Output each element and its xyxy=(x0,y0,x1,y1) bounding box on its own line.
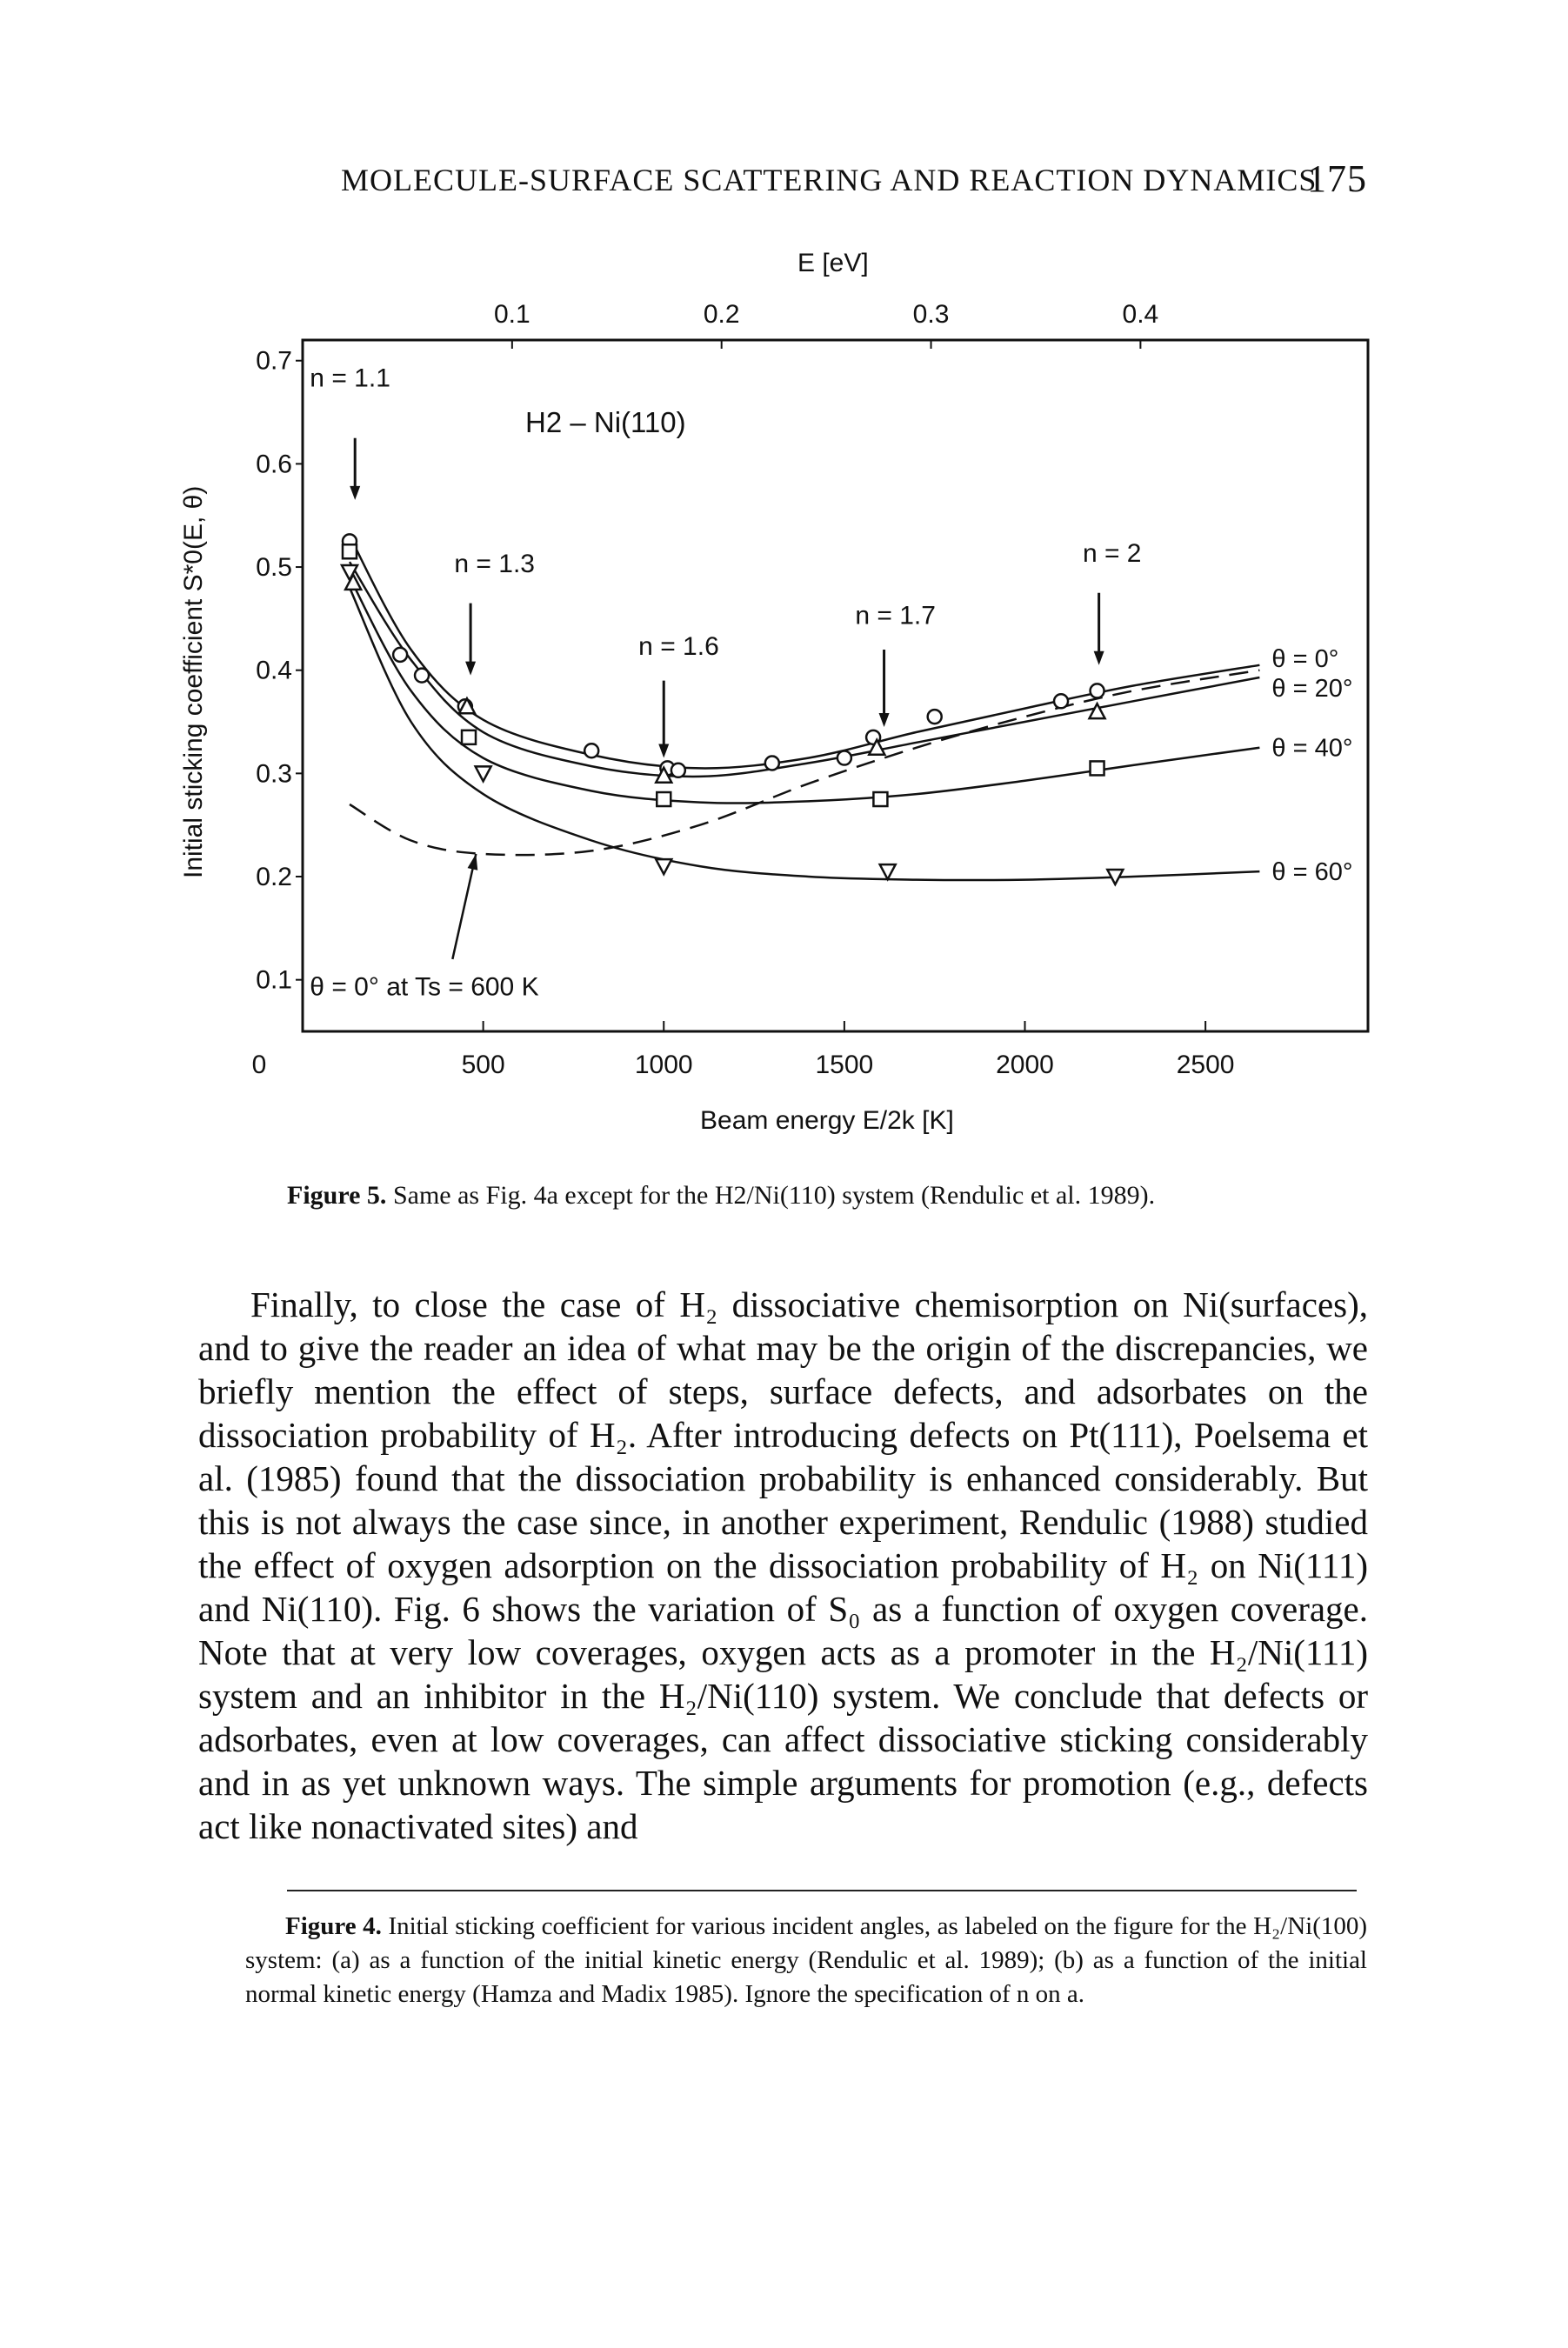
running-title: MOLECULE-SURFACE SCATTERING AND REACTION… xyxy=(341,163,1318,197)
marker-triangle-up xyxy=(654,765,674,784)
annotation-arrowhead xyxy=(658,744,670,758)
page-number: 175 xyxy=(1307,157,1367,200)
series-curve-0 xyxy=(348,535,1260,770)
marker-triangle-up xyxy=(867,737,887,756)
marker-circle xyxy=(391,646,409,664)
x-tick-label: 1500 xyxy=(816,1051,874,1079)
figure-caption: Figure 5. Same as Fig. 4a except for the… xyxy=(287,1181,1348,1211)
y-axis-label: Initial sticking coefficient S*0(E, θ) xyxy=(179,486,208,878)
marker-triangle-down xyxy=(654,857,674,877)
x-tick-label: 500 xyxy=(462,1051,505,1079)
chart-title: H2 – Ni(110) xyxy=(525,406,686,438)
y-tick-label: 0.1 xyxy=(256,966,292,995)
series-label-0: θ = 0° xyxy=(1271,645,1338,673)
pointer-line xyxy=(451,853,477,960)
marker-circle xyxy=(1089,683,1105,699)
top-tick-label: 0.3 xyxy=(913,300,950,329)
marker-triangle-down xyxy=(473,765,493,784)
x-tick-label: 1000 xyxy=(635,1051,693,1079)
y-tick-label: 0.6 xyxy=(256,450,292,478)
footnote-text: Initial sticking coefficient for various… xyxy=(245,1912,1368,2008)
annotation-label: n = 1.7 xyxy=(855,601,936,630)
top-tick-label: 0.4 xyxy=(1123,300,1159,329)
figure-5-chart: 0 500 1000 1500 2000 2500 0.1 0.2 0.3 0.4 0.1 0.2 0.… xyxy=(179,249,1370,1135)
x-axis-label: Beam energy E/2k [K] xyxy=(700,1106,954,1135)
top-tick-label: 0.1 xyxy=(494,300,530,329)
marker-triangle-down xyxy=(339,564,360,583)
marker-square xyxy=(872,790,889,808)
annotation-label: n = 1.3 xyxy=(454,550,535,578)
annotation-arrowhead xyxy=(350,485,361,500)
annotation-label: n = 1.6 xyxy=(638,632,719,661)
marker-triangle-down xyxy=(1105,868,1125,887)
x-tick-label: 2500 xyxy=(1177,1051,1235,1079)
x-tick-label: 2000 xyxy=(996,1051,1054,1079)
marker-circle xyxy=(413,667,430,684)
x-tick-label: 0 xyxy=(252,1051,267,1079)
marker-triangle-down xyxy=(877,863,897,882)
marker-square xyxy=(656,790,672,808)
series-label-3: θ = 60° xyxy=(1271,858,1352,886)
marker-circle xyxy=(1052,693,1070,710)
y-tick-label: 0.7 xyxy=(256,347,292,376)
marker-circle xyxy=(926,708,943,725)
marker-triangle-up xyxy=(1087,701,1107,720)
running-head: MOLECULE-SURFACE SCATTERING AND REACTION… xyxy=(341,157,1367,209)
top-axis-label: E [eV] xyxy=(797,249,869,277)
annotation-label: n = 2 xyxy=(1083,539,1142,568)
marker-square xyxy=(460,729,477,746)
marker-triangle-up xyxy=(344,572,364,591)
annotation-label: θ = 0° at Ts = 600 K xyxy=(310,972,538,1001)
plot-frame xyxy=(301,338,1370,1033)
marker-square xyxy=(1089,760,1105,777)
marker-square xyxy=(341,543,358,560)
y-tick-label: 0.5 xyxy=(256,553,292,582)
figure-caption-text: Same as Fig. 4a except for the H2/Ni(110… xyxy=(392,1181,1156,1210)
series-curve-4 xyxy=(349,669,1260,857)
series-curve-3 xyxy=(348,587,1260,882)
series-curve-1 xyxy=(348,561,1260,778)
marker-circle xyxy=(670,762,687,779)
annotation-arrowhead xyxy=(1093,650,1104,665)
footnote-rule xyxy=(287,1890,1357,1891)
marker-circle xyxy=(764,755,781,771)
y-tick-label: 0.2 xyxy=(256,863,292,891)
pointer-arrowhead xyxy=(467,853,478,870)
figure-caption-label: Figure 5. xyxy=(287,1181,387,1210)
body-paragraph: Finally, to close the case of H₂ dissoci… xyxy=(198,1284,1368,1846)
footnote: Figure 4. Initial sticking coefficient f… xyxy=(245,1910,1367,2011)
series-label-2: θ = 40° xyxy=(1271,735,1352,763)
y-tick-label: 0.3 xyxy=(256,759,292,788)
annotation-arrowhead xyxy=(878,712,890,727)
marker-circle xyxy=(836,750,853,766)
annotation-label: n = 1.1 xyxy=(310,364,390,392)
series-label-1: θ = 20° xyxy=(1271,675,1352,703)
footnote-label: Figure 4. xyxy=(285,1912,382,1940)
marker-circle xyxy=(583,743,600,759)
y-tick-label: 0.4 xyxy=(256,657,292,685)
body-text: Finally, to close the case of H₂ dissoci… xyxy=(198,1283,1368,1848)
annotation-arrowhead xyxy=(465,661,477,676)
marker-triangle-up xyxy=(457,696,477,715)
top-tick-label: 0.2 xyxy=(704,300,740,329)
